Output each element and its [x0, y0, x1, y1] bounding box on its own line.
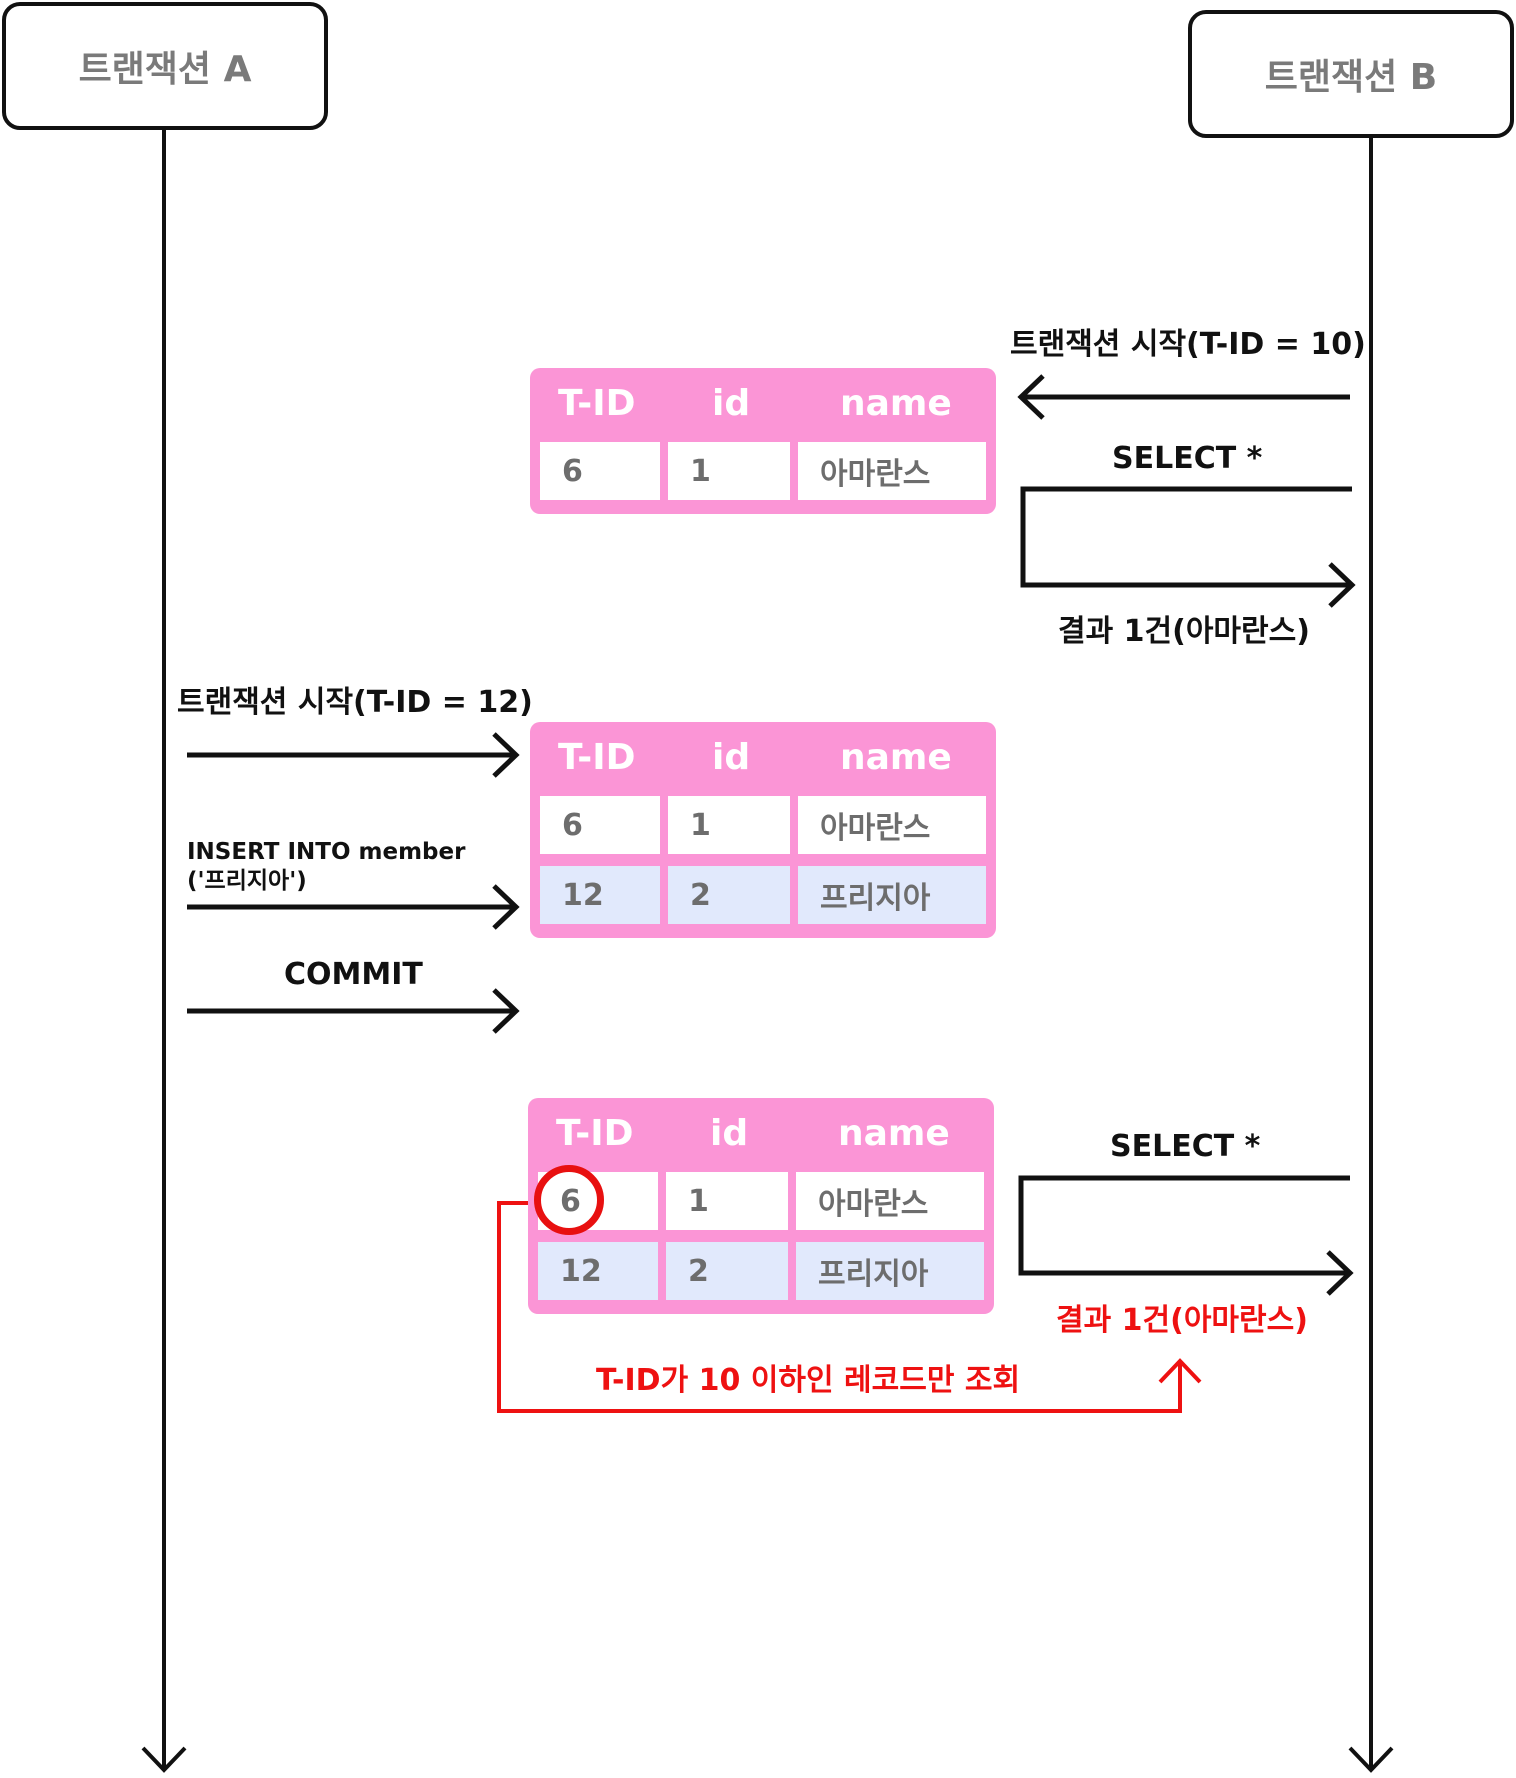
- table-header-id: id: [712, 736, 751, 778]
- bracket-select-2-head: [1326, 1250, 1354, 1296]
- table-header-name: name: [840, 736, 952, 778]
- label-b-result-1: 결과 1건(아마란스): [1058, 614, 1310, 649]
- bracket-select-2: [1018, 1175, 1350, 1276]
- table-cell: 12: [540, 866, 660, 924]
- label-b-select-2: SELECT *: [1110, 1129, 1261, 1164]
- highlight-connector-head: [1158, 1358, 1202, 1384]
- label-a-insert-line2: ('프리지아'): [187, 868, 307, 894]
- transaction-a-box: 트랜잭션 A: [2, 2, 328, 130]
- bracket-select-1: [1020, 486, 1352, 588]
- table-header-tid: T-ID: [558, 382, 636, 424]
- label-b-start: 트랜잭션 시작(T-ID = 10): [1010, 327, 1366, 362]
- table-header-tid: T-ID: [556, 1112, 634, 1154]
- transaction-b-title: 트랜잭션 B: [1264, 57, 1438, 98]
- table-cell: 6: [540, 442, 660, 500]
- bracket-select-1-head: [1328, 562, 1356, 608]
- label-a-commit: COMMIT: [284, 957, 423, 992]
- arrow-a-insert-head: [492, 884, 520, 930]
- table-cell: 6: [540, 796, 660, 854]
- highlight-connector: [497, 1201, 1182, 1413]
- arrow-a-start-head: [492, 732, 520, 778]
- table-cell: 아마란스: [798, 442, 986, 500]
- table-cell: 프리지아: [798, 866, 986, 924]
- table-header-name: name: [840, 382, 952, 424]
- table-cell: 2: [668, 866, 790, 924]
- label-b-select-1: SELECT *: [1112, 441, 1263, 476]
- table-header-id: id: [712, 382, 751, 424]
- table-header-name: name: [838, 1112, 950, 1154]
- table-cell: 아마란스: [798, 796, 986, 854]
- table-cell: 1: [668, 796, 790, 854]
- table-cell: 1: [668, 442, 790, 500]
- transaction-b-box: 트랜잭션 B: [1188, 10, 1514, 138]
- label-highlight-note: T-ID가 10 이하인 레코드만 조회: [596, 1363, 1021, 1398]
- lifeline-a-arrowhead: [141, 1746, 187, 1773]
- table-cell: 아마란스: [796, 1172, 984, 1230]
- arrow-a-commit-head: [492, 988, 520, 1034]
- label-b-result-2: 결과 1건(아마란스): [1056, 1303, 1308, 1338]
- table-cell: 프리지아: [796, 1242, 984, 1300]
- table-header-tid: T-ID: [558, 736, 636, 778]
- table-cell: 12: [538, 1242, 658, 1300]
- label-a-start: 트랜잭션 시작(T-ID = 12): [177, 685, 533, 720]
- arrow-b-start-head: [1017, 374, 1045, 420]
- transaction-a-title: 트랜잭션 A: [78, 49, 252, 90]
- table-header-id: id: [710, 1112, 749, 1154]
- lifeline-b-arrowhead: [1348, 1746, 1394, 1773]
- table-cell: 2: [666, 1242, 788, 1300]
- table-cell: 1: [666, 1172, 788, 1230]
- highlight-circle: [534, 1165, 604, 1235]
- label-a-insert-line1: INSERT INTO member: [187, 839, 466, 865]
